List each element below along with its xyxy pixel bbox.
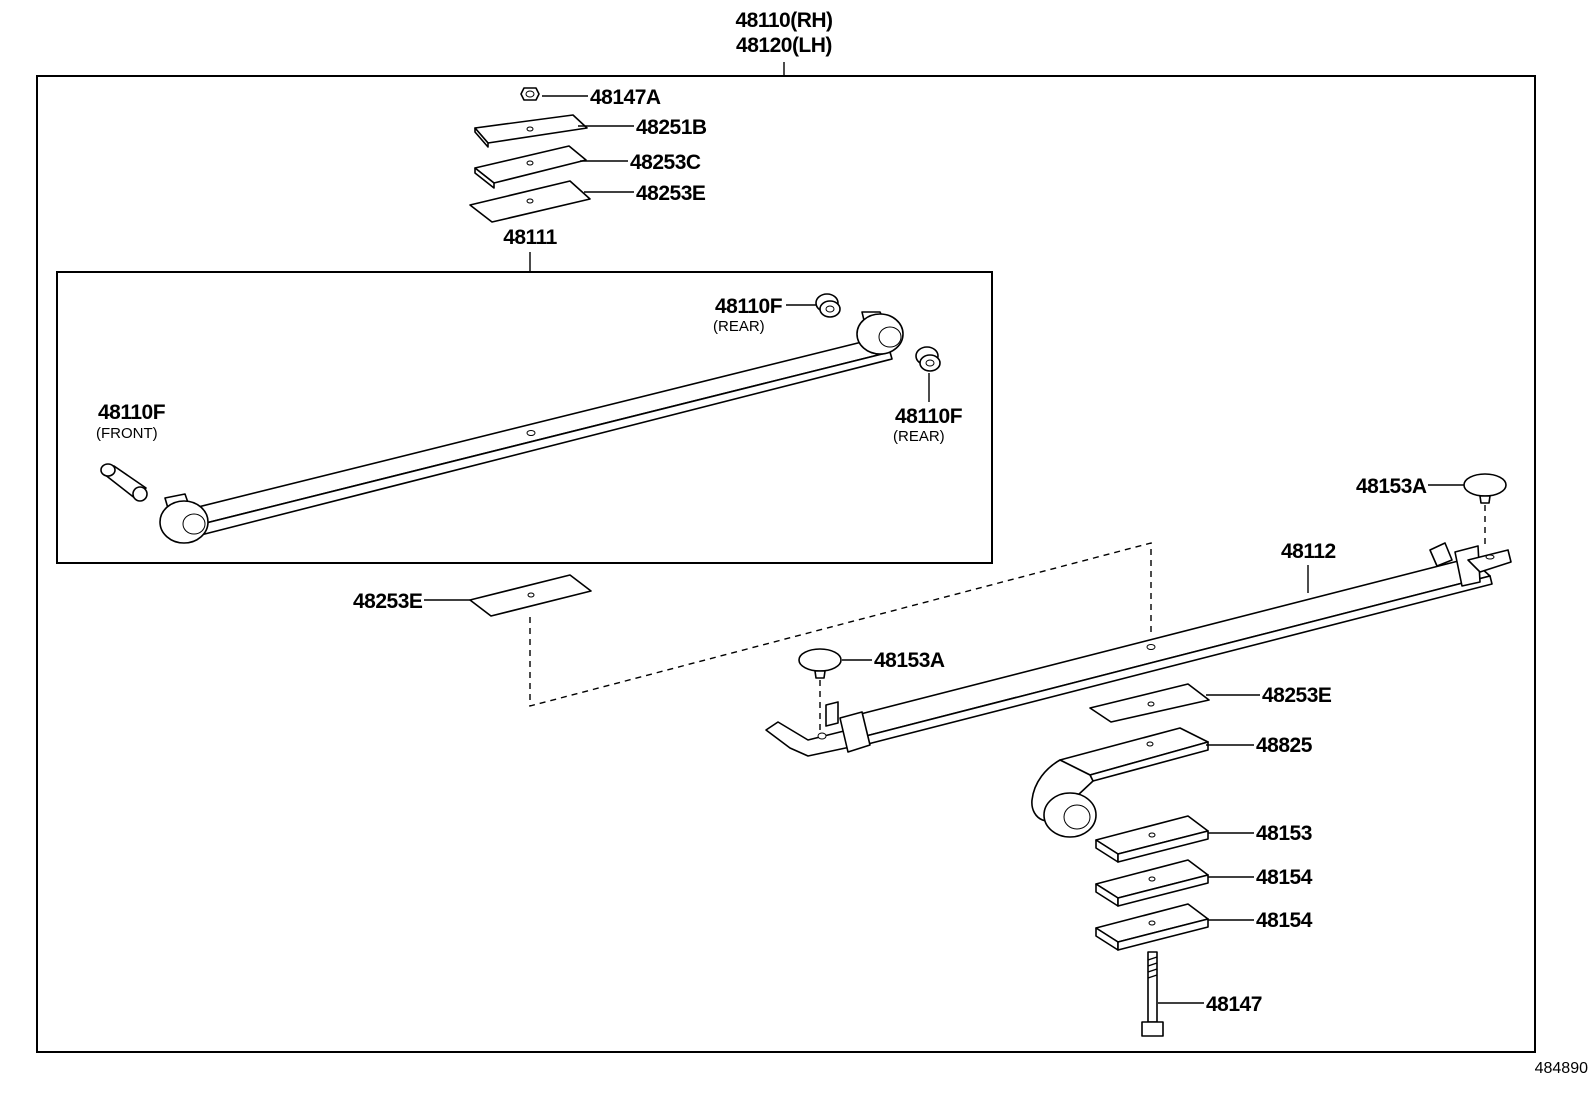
main-leaf-48111-drawing bbox=[159, 311, 904, 544]
callout-48154-lower[interactable]: 48154 bbox=[1256, 909, 1313, 932]
bushing-front-drawing bbox=[100, 463, 148, 502]
plate-48253c-drawing bbox=[474, 145, 587, 189]
note-rear-upper: (REAR) bbox=[713, 318, 765, 335]
callout-48251b[interactable]: 48251B bbox=[636, 116, 707, 139]
bushing-rear-lower-drawing bbox=[915, 346, 941, 372]
callout-48153[interactable]: 48153 bbox=[1256, 822, 1312, 845]
callout-48153a-left[interactable]: 48153A bbox=[874, 649, 945, 672]
callout-48253e-top[interactable]: 48253E bbox=[636, 182, 706, 205]
callout-48153a-right[interactable]: 48153A bbox=[1356, 475, 1427, 498]
callout-48112[interactable]: 48112 bbox=[1281, 540, 1336, 563]
callout-48120-lh[interactable]: 48120(LH) bbox=[736, 34, 832, 57]
insert-48253e-left-drawing bbox=[469, 574, 592, 617]
shim-48154-lower-drawing bbox=[1095, 903, 1209, 951]
callout-48154-upper[interactable]: 48154 bbox=[1256, 866, 1313, 889]
callout-48110f-rear-upper[interactable]: 48110F bbox=[715, 295, 783, 318]
nut-48147a-drawing bbox=[520, 87, 540, 101]
bushing-rear-upper-drawing bbox=[815, 293, 841, 318]
figure-reference-number: 484890 bbox=[1535, 1060, 1588, 1077]
insert-48253e-right-drawing bbox=[1089, 683, 1210, 723]
callout-48253c[interactable]: 48253C bbox=[630, 151, 701, 174]
callout-48253e-left[interactable]: 48253E bbox=[353, 590, 423, 613]
callout-48147[interactable]: 48147 bbox=[1206, 993, 1262, 1016]
plate-48251b-drawing bbox=[474, 114, 588, 148]
bumper-48153a-right-drawing bbox=[1463, 473, 1507, 504]
main-leaf-frame bbox=[56, 271, 993, 564]
note-front: (FRONT) bbox=[96, 425, 158, 442]
callout-48147a[interactable]: 48147A bbox=[590, 86, 661, 109]
shim-48154-upper-drawing bbox=[1095, 859, 1209, 907]
assembly-frame bbox=[36, 75, 1536, 1053]
plate-48253e-top-drawing bbox=[469, 180, 591, 223]
callout-48110-rh[interactable]: 48110(RH) bbox=[735, 9, 833, 32]
bumper-48153a-left-drawing bbox=[798, 648, 842, 679]
bolt-48147-drawing bbox=[1141, 951, 1164, 1037]
second-leaf-48112-drawing bbox=[765, 542, 1512, 757]
spacer-48825-drawing bbox=[1031, 727, 1209, 838]
callout-48111[interactable]: 48111 bbox=[503, 226, 558, 249]
alignment-dashed-line bbox=[529, 542, 1152, 707]
note-rear-lower: (REAR) bbox=[893, 428, 945, 445]
block-48153-drawing bbox=[1095, 815, 1209, 863]
callout-48253e-right[interactable]: 48253E bbox=[1262, 684, 1332, 707]
callout-48110f-front[interactable]: 48110F bbox=[98, 401, 166, 424]
callout-48110f-rear-lower[interactable]: 48110F bbox=[895, 405, 963, 428]
callout-48825[interactable]: 48825 bbox=[1256, 734, 1313, 757]
